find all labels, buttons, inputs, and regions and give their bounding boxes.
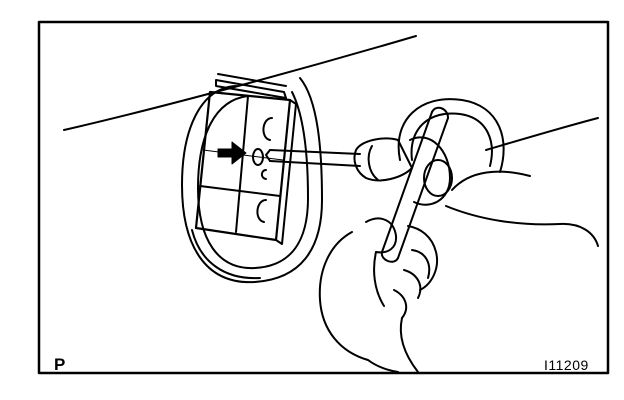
figure-frame [37, 20, 610, 375]
valve-block-side [275, 99, 297, 245]
hand-knuckles [373, 251, 385, 307]
block-top-strip-2 [217, 73, 287, 87]
indicator-arrow [217, 141, 247, 165]
valve-block-divider [235, 95, 249, 233]
hand-fingers-top [407, 225, 438, 291]
hand-palm [318, 231, 369, 361]
hex-wrench-shaft-top [269, 149, 361, 155]
valve-port-lower [256, 199, 267, 223]
view-code-label: P [54, 355, 66, 374]
right-panel-top [485, 117, 599, 151]
valve-port-upper [262, 117, 273, 141]
body-panel-edge [63, 35, 417, 131]
valve-block-lower-band [199, 185, 281, 197]
hex-wrench-tip [265, 149, 271, 162]
small-port-mark [260, 169, 267, 180]
opening-inner-contour [197, 91, 309, 270]
hex-bolt-head [252, 148, 264, 166]
hand-finger-3 [393, 289, 408, 319]
socket-collar [367, 145, 379, 181]
block-top-strip [215, 79, 287, 99]
t-handle-bar-right [397, 117, 449, 259]
figure-id-label: I11209 [544, 357, 589, 373]
right-panel-curve [451, 170, 531, 191]
right-opening-inner [410, 112, 493, 167]
opening-rim-contour [191, 229, 261, 280]
hand-finger-2 [403, 269, 422, 299]
opening-outer-contour [181, 77, 323, 284]
t-handle-end-cap [423, 159, 453, 197]
right-opening-outer [397, 98, 505, 173]
hand-wrist [367, 359, 399, 373]
hex-wrench-shaft-bottom [269, 160, 361, 167]
socket-body [353, 137, 413, 182]
hand-finger-1 [411, 249, 431, 279]
t-handle-hub [409, 136, 451, 206]
hand-lower-edge [399, 317, 419, 373]
right-panel-lower [445, 205, 599, 247]
hand-thumb [365, 217, 398, 254]
valve-block-face [194, 90, 292, 242]
t-handle-bar-bottom [380, 251, 399, 263]
t-handle-bar-left [381, 111, 433, 253]
t-handle-bar-top [431, 106, 449, 119]
